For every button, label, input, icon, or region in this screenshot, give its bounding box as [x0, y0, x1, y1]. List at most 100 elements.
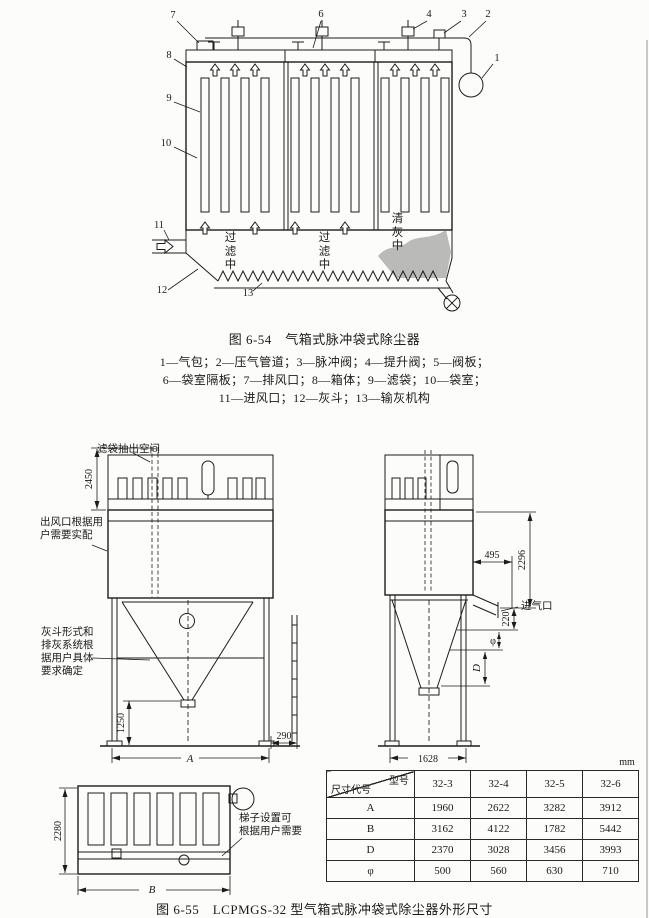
hopper-note: 灰斗形式和 排灰系统根 据用户具体 要求确定	[41, 626, 94, 678]
fig654-legend-line1: 1—气包；2—压气管道；3—脉冲阀；4—提升阀；5—阀板；	[159, 355, 490, 369]
valve-assemblies	[208, 20, 446, 50]
dim-2280: 2280	[53, 821, 64, 841]
outlet-note: 出风口根据用 户需要实配	[40, 516, 103, 542]
inlet-duct	[152, 238, 186, 255]
bag-extraction-label: 滤袋抽出空间	[97, 444, 160, 455]
rotary-discharge	[443, 294, 461, 312]
table-header-row: 型号 尺寸代号 32-3 32-4 32-5 32-6	[326, 770, 639, 798]
table-row-label: B	[326, 818, 415, 840]
table-row-label: D	[326, 839, 415, 861]
dim-1628: 1628	[418, 754, 438, 765]
table-cell: 3282	[526, 797, 583, 819]
callout-3: 3	[461, 9, 466, 20]
air-tank	[201, 460, 215, 496]
air-tank-side	[446, 460, 459, 494]
table-cell: 5442	[582, 818, 639, 840]
flow-arrows	[200, 63, 440, 235]
housing	[185, 61, 453, 231]
dimensions-table: 型号 尺寸代号 32-3 32-4 32-5 32-6 A 1960 2622 …	[326, 770, 639, 882]
hopper-note-line3: 据用户具体	[41, 653, 94, 664]
table-col-header: 32-5	[526, 770, 583, 798]
table-cell: 3028	[470, 839, 527, 861]
callout-13: 13	[243, 288, 254, 299]
table-col-header: 32-6	[582, 770, 639, 798]
side-body	[384, 509, 474, 596]
table-corner-code: 尺寸代号	[331, 785, 371, 796]
table-cell: 500	[414, 860, 471, 882]
ladder-note: 梯子设置可 根据用户需要	[239, 812, 302, 838]
filter-bags	[200, 77, 450, 213]
dim-A: A	[186, 753, 194, 765]
fig654-callouts: 7 6 4 3 2 1 8 9 10 11 12 13	[154, 9, 500, 299]
inlet-label: 进气口	[521, 599, 553, 612]
table-corner-model: 型号	[389, 776, 409, 787]
dim-2296: 2296	[517, 550, 528, 570]
dust-cloud	[378, 230, 451, 278]
table-cell: 3162	[414, 818, 471, 840]
callout-9: 9	[166, 93, 171, 104]
table-cell: 1960	[414, 797, 471, 819]
chamber-label-filtering-1: 过滤中	[224, 232, 237, 272]
callout-10: 10	[161, 138, 172, 149]
callout-7: 7	[170, 10, 175, 21]
hopper-note-line1: 灰斗形式和	[41, 627, 94, 638]
table-row: D 2370 3028 3456 3993	[326, 839, 639, 861]
outlet-note-line2: 户需要实配	[40, 530, 93, 541]
dim-B: B	[149, 884, 156, 896]
table-row-label: A	[326, 797, 415, 819]
hopper-note-line4: 要求确定	[41, 666, 83, 677]
manhole	[179, 613, 195, 629]
table-row: φ 500 560 630 710	[326, 860, 639, 882]
inlet-arrow	[156, 238, 174, 255]
unit-label: mm	[619, 757, 635, 768]
dim-2450: 2450	[84, 469, 95, 489]
table-cell: 4122	[470, 818, 527, 840]
hopper-note-line2: 排灰系统根	[41, 640, 94, 651]
table-row: A 1960 2622 3282 3912	[326, 797, 639, 819]
table-col-header: 32-3	[414, 770, 471, 798]
table-col-header: 32-4	[470, 770, 527, 798]
table-cell: 710	[582, 860, 639, 882]
table-cell: 3456	[526, 839, 583, 861]
dim-220: 220	[501, 612, 512, 627]
fig655-caption: 图 6-55 LCPMGS-32 型气箱式脉冲袋式除尘器外形尺寸	[156, 902, 493, 917]
chamber-label-filtering-2: 过滤中	[318, 232, 331, 272]
fig655-front-view: 2450 1250 A 290	[84, 447, 300, 765]
dim-290: 290	[277, 731, 292, 742]
table-cell: 1782	[526, 818, 583, 840]
fig655-side-view: 进气口 495 2296 220 φ D 1628	[378, 450, 553, 765]
table-row: B 3162 4122 1782 5442	[326, 818, 639, 840]
fig654-drawing	[152, 20, 484, 312]
callout-6: 6	[318, 9, 323, 20]
dim-495: 495	[485, 550, 500, 561]
table-cell: 630	[526, 860, 583, 882]
fan-circle	[231, 787, 255, 811]
table-cell: 2622	[470, 797, 527, 819]
chamber-label-cleaning: 清灰中	[391, 213, 404, 253]
table-cell: 2370	[414, 839, 471, 861]
table-cell: 3993	[582, 839, 639, 861]
dim-1250: 1250	[116, 713, 127, 733]
fig654-caption: 图 6-54 气箱式脉冲袋式除尘器	[228, 332, 421, 347]
dim-D: D	[471, 664, 483, 673]
callout-12: 12	[157, 285, 168, 296]
fig654-legend-line3: 11—进风口；12—灰斗；13—输灰机构	[218, 391, 431, 405]
table-cell: 3912	[582, 797, 639, 819]
dim-phi: φ	[490, 636, 496, 647]
callout-2: 2	[485, 9, 490, 20]
air-reservoir	[458, 72, 484, 98]
callout-11: 11	[154, 220, 164, 231]
table-cell: 560	[470, 860, 527, 882]
ladder-note-line1: 梯子设置可	[239, 813, 292, 824]
callout-4: 4	[426, 9, 432, 20]
ladder-note-line2: 根据用户需要	[239, 826, 302, 837]
callout-8: 8	[166, 50, 171, 61]
hopper-conveyor	[185, 230, 461, 312]
front-body	[107, 509, 274, 599]
callout-1: 1	[494, 53, 499, 64]
outlet-note-line1: 出风口根据用	[40, 517, 103, 528]
fig654-legend-line2: 6—袋室隔板；7—排风口；8—箱体；9—滤袋；10—袋室；	[162, 373, 487, 387]
fig655-plan-view: 2280 B	[53, 785, 255, 896]
